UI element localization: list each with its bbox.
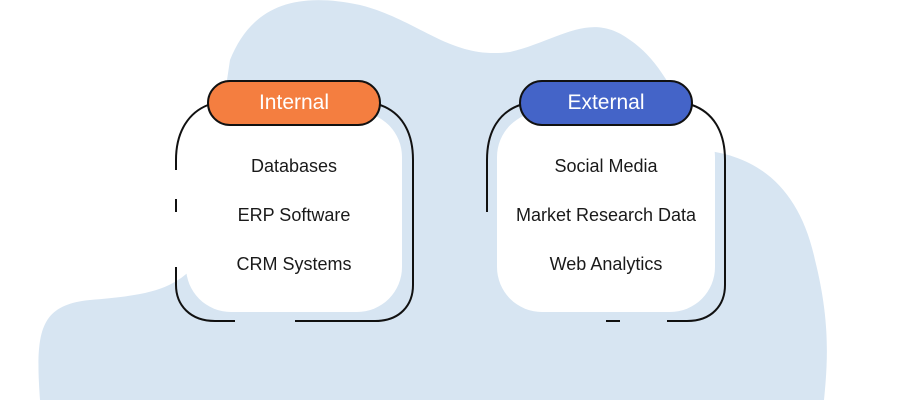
external-card — [497, 112, 715, 312]
external-outline — [486, 104, 726, 322]
internal-label-pill: Internal — [207, 80, 381, 126]
external-label: External — [567, 91, 645, 114]
external-item: Social Media — [554, 156, 658, 176]
internal-item: ERP Software — [237, 205, 351, 225]
external-item: Web Analytics — [549, 254, 663, 274]
external-label-pill: External — [519, 80, 693, 126]
internal-item: Databases — [250, 156, 338, 176]
internal-card — [186, 112, 402, 312]
internal-item: CRM Systems — [236, 254, 352, 274]
internal-outline — [175, 104, 414, 322]
internal-label: Internal — [258, 91, 330, 114]
external-item: Market Research Data — [515, 205, 697, 225]
